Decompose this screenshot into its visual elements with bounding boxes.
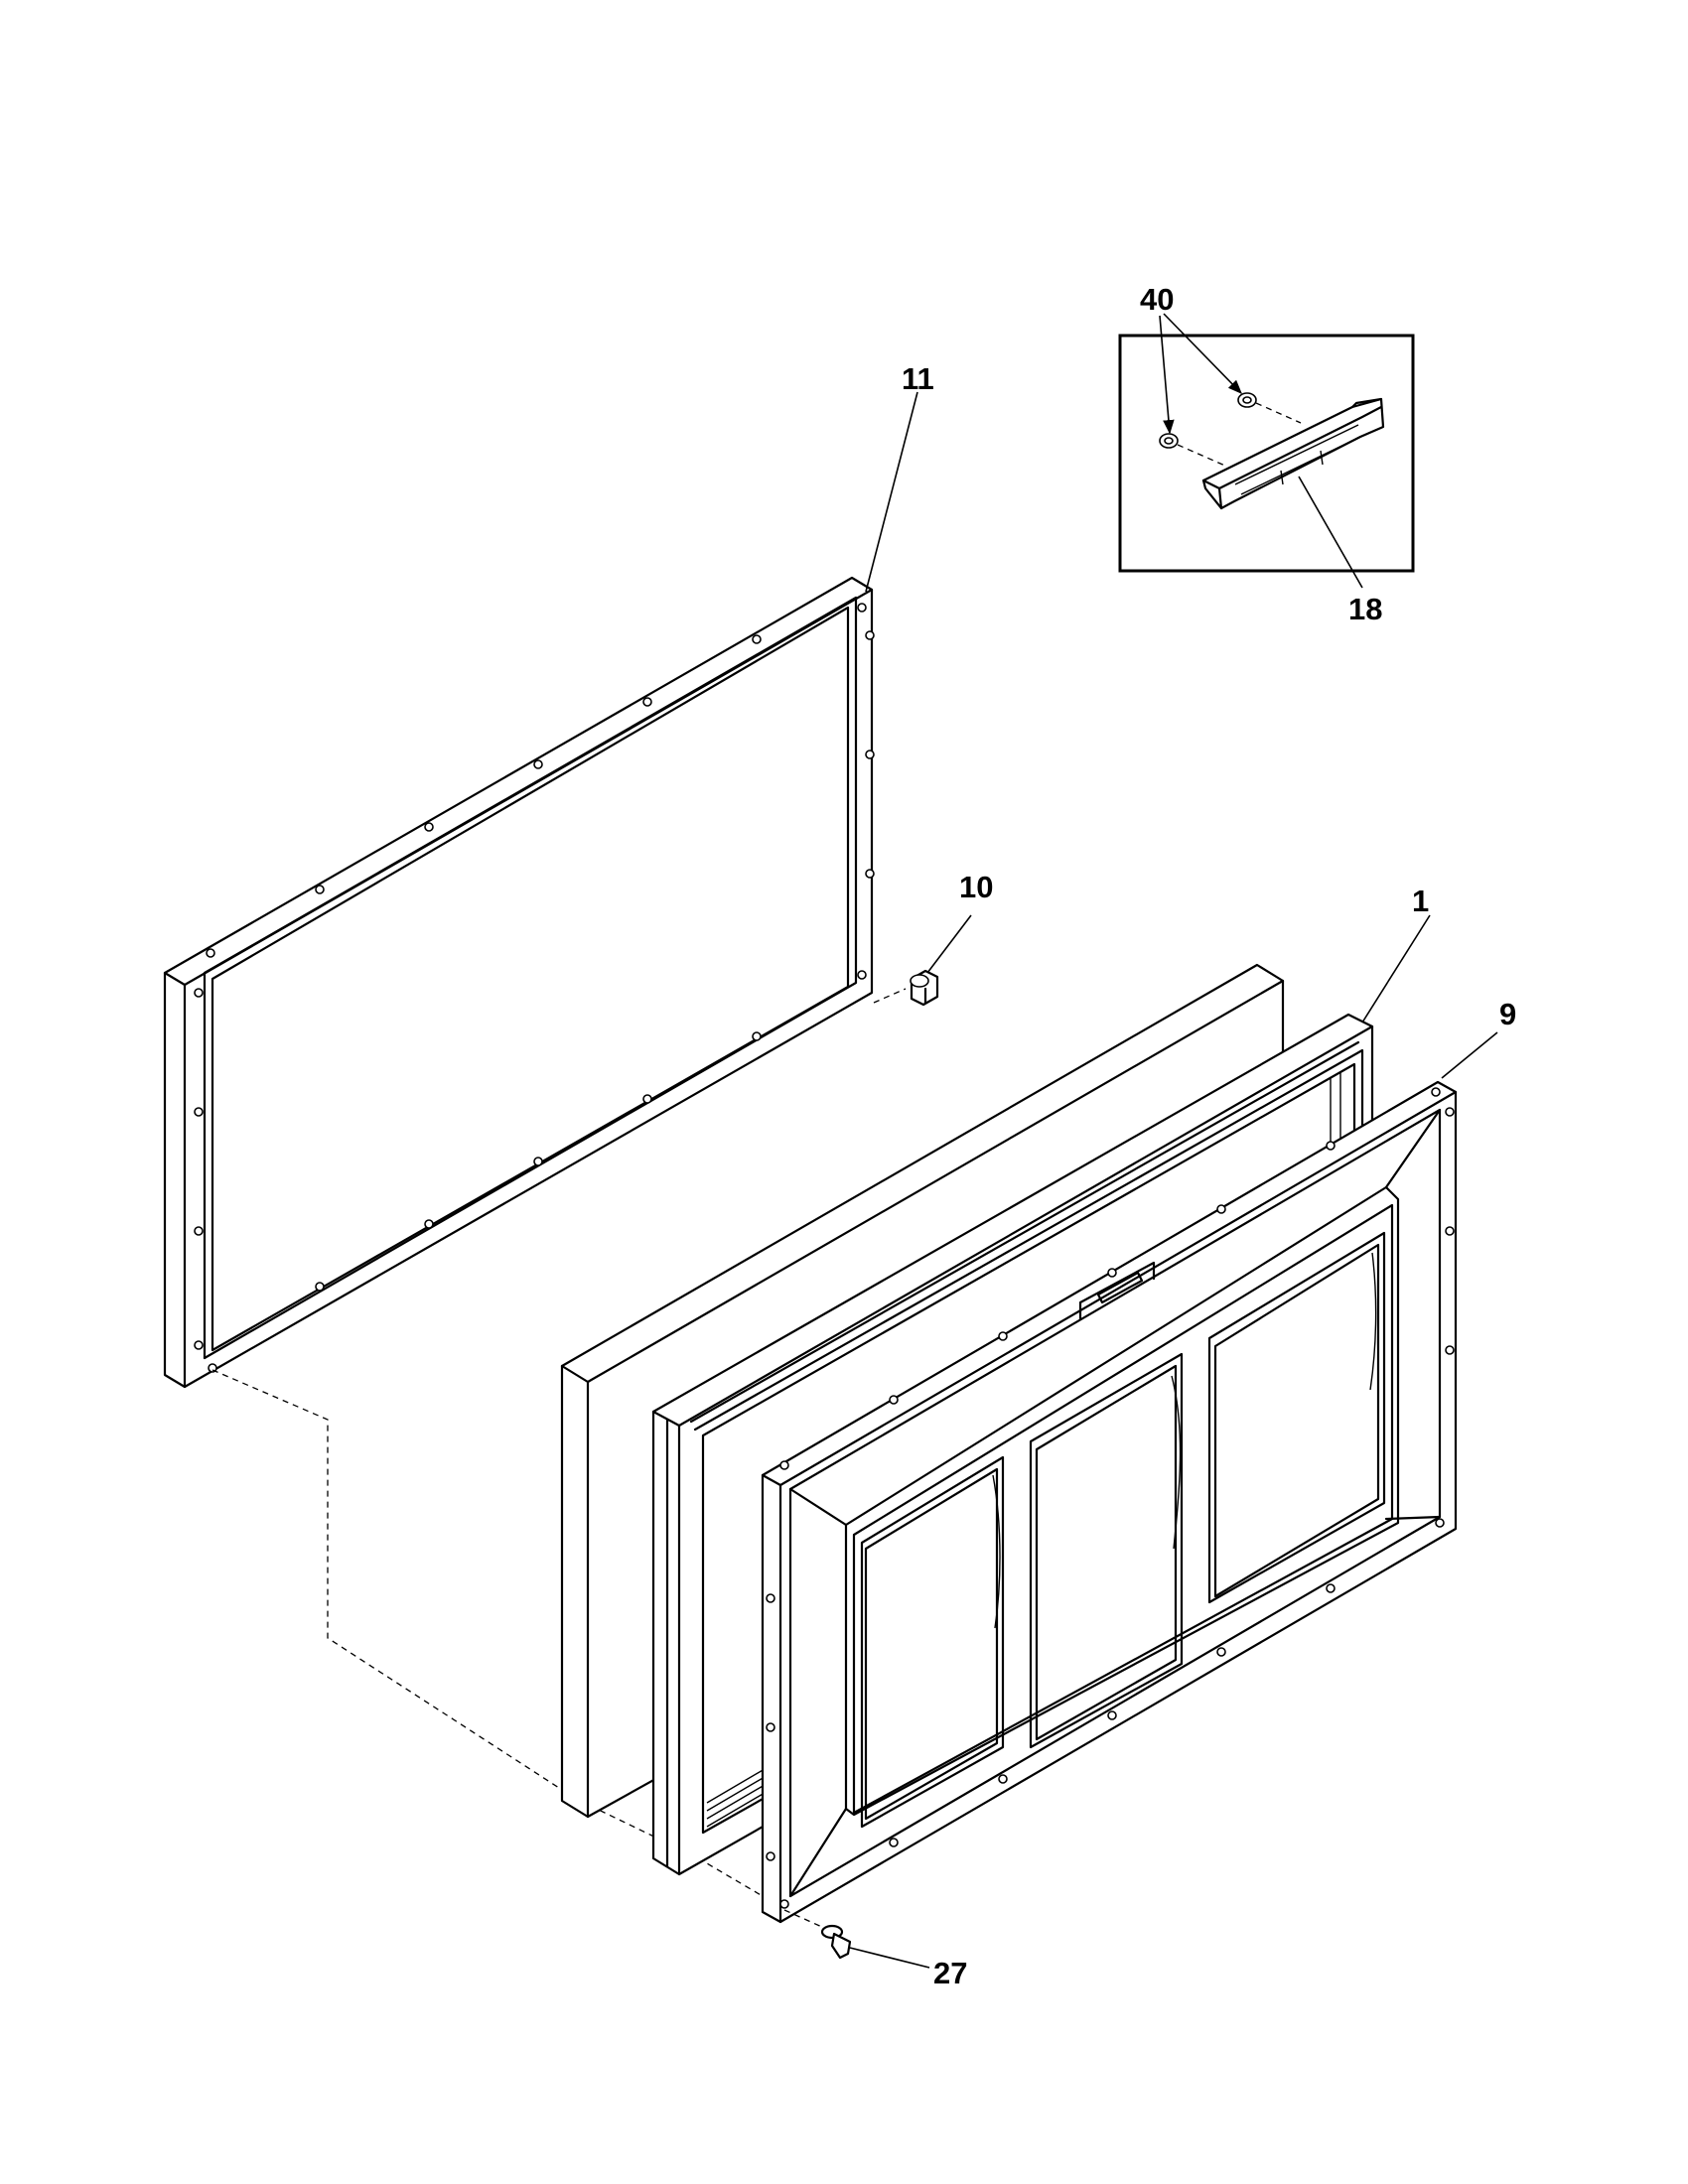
plug-10-drawing [910, 969, 939, 1007]
callout-10: 10 [959, 870, 993, 904]
callout-18: 18 [1348, 592, 1382, 626]
nut-40-a [1237, 392, 1257, 408]
align-line-plug [873, 988, 907, 1004]
inset-handle-detail [1118, 313, 1415, 589]
callout-9: 9 [1499, 997, 1516, 1031]
handle-18-drawing [1201, 397, 1385, 510]
leader-27 [849, 1947, 930, 1969]
screw-27-drawing [783, 1909, 852, 1960]
leader-11 [865, 391, 918, 593]
leader-9 [1441, 1031, 1498, 1079]
leader-10 [926, 914, 972, 974]
nut-40-b [1159, 433, 1179, 449]
callout-27: 27 [933, 1956, 967, 1990]
callout-40: 40 [1140, 282, 1174, 317]
inset-frame [1118, 334, 1415, 573]
callout-1: 1 [1412, 884, 1429, 918]
liner-9-drawing [761, 1080, 1458, 1924]
align-line-left [211, 1369, 780, 1907]
callout-11: 11 [902, 361, 934, 396]
leader-1 [1361, 914, 1431, 1024]
gasket-11-drawing [163, 576, 875, 1389]
